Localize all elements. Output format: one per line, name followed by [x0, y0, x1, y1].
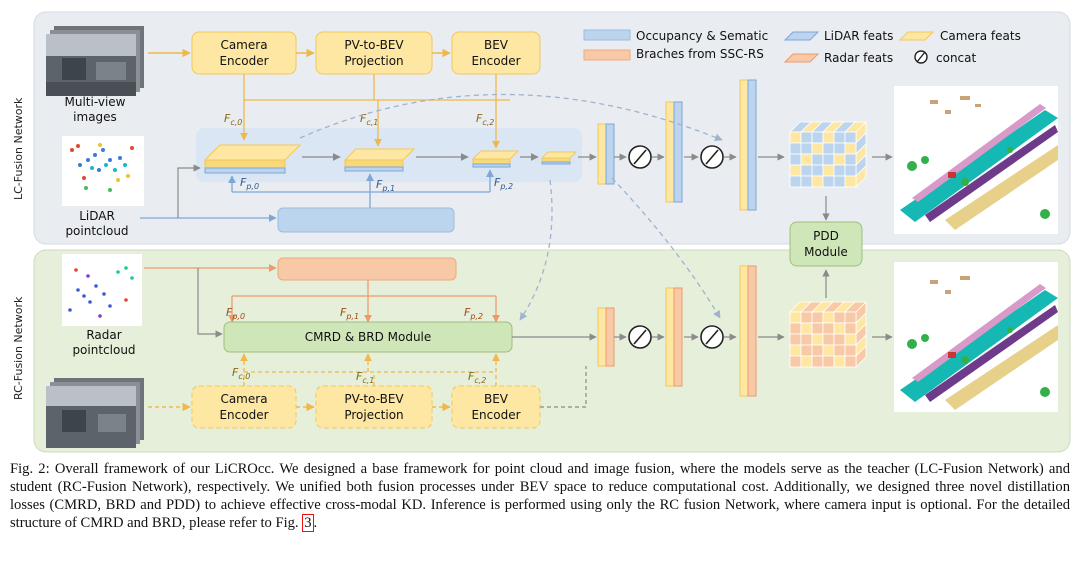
lc-voxel-cube	[789, 121, 867, 188]
lc-fp0-label: Fp,0	[240, 176, 259, 191]
svg-text:Encoder: Encoder	[219, 408, 268, 422]
lc-pv-to-bev: PV-to-BEV Projection	[315, 31, 433, 75]
svg-text:PV-to-BEV: PV-to-BEV	[344, 38, 404, 52]
lc-fc0-label: Fc,0	[224, 112, 242, 127]
rc-fc0-label: Fc,0	[232, 366, 250, 381]
lc-feature-map-0	[203, 144, 302, 174]
rc-feat-yellow-1	[597, 307, 607, 367]
lc-fp2-label: Fp,2	[494, 176, 513, 191]
radar-label-1: Radar	[86, 328, 121, 342]
rc-fp2-label: Fp,2	[464, 306, 483, 321]
lc-occupancy-output	[894, 86, 1058, 234]
lc-feature-map-1	[343, 148, 416, 172]
lc-feat-yellow-2	[665, 101, 675, 203]
multi-view-image	[46, 26, 144, 96]
radar-label-2: pointcloud	[72, 343, 135, 357]
caption-end: .	[313, 515, 318, 531]
lc-feat-blue-2	[673, 101, 683, 203]
rc-voxel-cube	[789, 301, 867, 368]
rc-pv-to-bev: PV-to-BEV Projection	[315, 385, 433, 429]
rc-fc1-label: Fc,1	[356, 370, 374, 385]
lc-fc2-label: Fc,2	[476, 112, 494, 127]
multi-view-label-1: Multi-view	[65, 95, 126, 109]
rc-feat-yellow-3	[739, 265, 749, 397]
framework-figure: LC-Fusion Network RC-Fusion Network Mult…	[12, 11, 1071, 453]
lc-fc1-label: Fc,1	[360, 112, 378, 127]
lc-concat-feat-yellow	[597, 123, 607, 185]
rc-feat-orange-3	[747, 265, 757, 397]
radar-pointcloud-image	[62, 254, 142, 326]
legend-camera: Camera feats	[940, 29, 1021, 43]
rc-radar-encoder-bar	[277, 257, 457, 281]
legend: Occupancy & Sematic Braches from SSC-RS …	[583, 29, 1021, 65]
rc-feat-orange-2	[673, 287, 683, 387]
figure-reference-link[interactable]: 3	[302, 514, 314, 532]
rc-concat-op-2	[700, 325, 724, 349]
rc-fc2-label: Fc,2	[468, 370, 486, 385]
caption-label: Fig. 2:	[10, 461, 50, 477]
lc-feat-blue-3	[747, 79, 757, 211]
rc-fp0-label: Fp,0	[226, 306, 245, 321]
cmrd-brd-module: CMRD & BRD Module	[223, 321, 513, 353]
pdd-module: PDD Module	[789, 221, 863, 267]
lidar-pointcloud-image	[62, 136, 144, 206]
svg-text:Encoder: Encoder	[219, 54, 268, 68]
legend-occupancy-1: Occupancy & Sematic	[636, 29, 768, 43]
caption-text: Overall framework of our LiCROcc. We des…	[10, 461, 1070, 531]
svg-text:BEV: BEV	[484, 392, 509, 406]
rc-camera-encoder: Camera Encoder	[191, 385, 297, 429]
lc-feature-map-2	[471, 150, 520, 168]
lidar-label-2: pointcloud	[65, 224, 128, 238]
lc-feat-yellow-3	[739, 79, 749, 211]
legend-occupancy-2: Braches from SSC-RS	[636, 47, 764, 61]
lc-concat-op-1	[628, 145, 652, 169]
distill-arc-mid	[519, 179, 553, 321]
svg-text:Module: Module	[804, 245, 848, 259]
rc-concat-op-1	[628, 325, 652, 349]
legend-lidar: LiDAR feats	[824, 29, 893, 43]
lc-feature-map-3	[540, 151, 578, 165]
svg-text:Encoder: Encoder	[471, 408, 520, 422]
svg-text:Projection: Projection	[344, 54, 403, 68]
lc-concat-op-2	[700, 145, 724, 169]
svg-text:BEV: BEV	[484, 38, 509, 52]
rc-feat-orange-1	[605, 307, 615, 367]
distill-arc-top	[299, 93, 723, 141]
lidar-label-1: LiDAR	[79, 209, 115, 223]
rc-fp1-label: Fp,1	[340, 306, 359, 321]
svg-text:PDD: PDD	[813, 229, 839, 243]
rc-feat-yellow-2	[665, 287, 675, 387]
lc-concat-feat-blue	[605, 123, 615, 185]
svg-text:Projection: Projection	[344, 408, 403, 422]
svg-text:PV-to-BEV: PV-to-BEV	[344, 392, 404, 406]
svg-text:CMRD & BRD Module: CMRD & BRD Module	[305, 330, 432, 344]
svg-text:Camera: Camera	[220, 392, 267, 406]
rc-camera-image	[46, 378, 144, 448]
figure-caption: Fig. 2: Overall framework of our LiCROcc…	[10, 460, 1070, 532]
svg-text:Camera: Camera	[220, 38, 267, 52]
lc-camera-encoder: Camera Encoder	[191, 31, 297, 75]
rc-bev-encoder: BEV Encoder	[451, 385, 541, 429]
lc-fp1-label: Fp,1	[376, 178, 395, 193]
lc-bev-encoder: BEV Encoder	[451, 31, 541, 75]
legend-radar: Radar feats	[824, 51, 893, 65]
lc-lidar-encoder-bar	[277, 207, 455, 233]
multi-view-label-2: images	[73, 110, 117, 124]
distill-arc-right	[611, 177, 721, 319]
rc-network-label: RC-Fusion Network	[12, 296, 25, 400]
rc-occupancy-output	[894, 262, 1058, 412]
lc-network-label: LC-Fusion Network	[12, 97, 25, 200]
svg-text:Encoder: Encoder	[471, 54, 520, 68]
legend-concat: concat	[936, 51, 976, 65]
